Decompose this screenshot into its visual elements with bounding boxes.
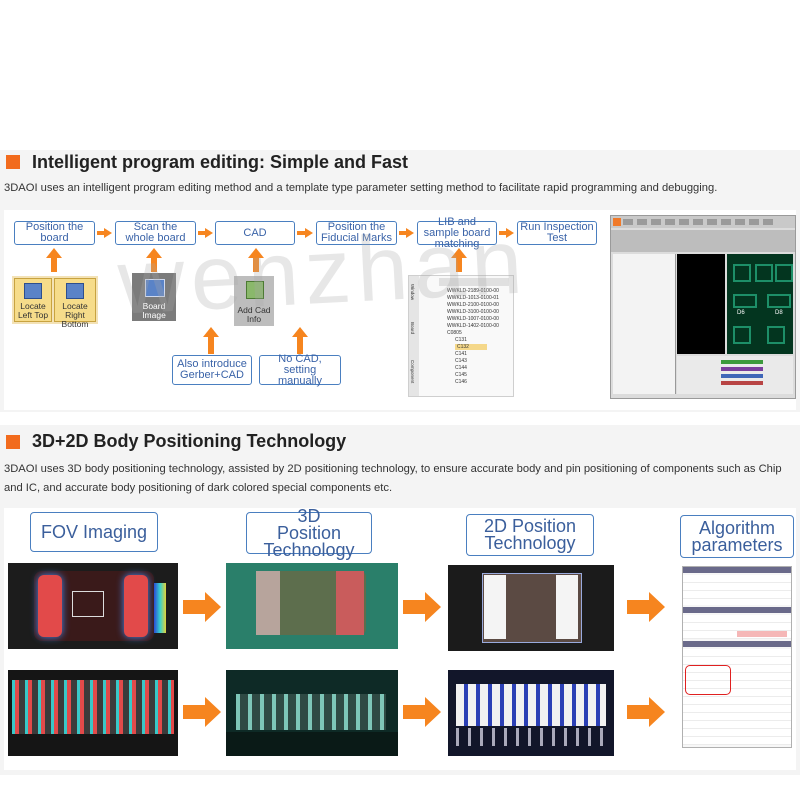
column-title-3d-position: 3D Position Technology <box>246 507 372 559</box>
pcb-label: D8 <box>775 310 783 316</box>
section-2-description: 3DAOI uses 3D body positioning technolog… <box>4 463 782 494</box>
tree-side-tabs: Window Board Component <box>409 276 419 396</box>
software-ribbon <box>611 230 795 252</box>
highlight-box <box>685 665 731 695</box>
3d-chip-image <box>226 563 398 649</box>
fov-chip-image <box>8 563 178 649</box>
software-screenshot: D6 D8 <box>610 215 796 399</box>
tree-item[interactable]: C146 <box>455 379 467 385</box>
arrow-right-icon <box>627 592 665 622</box>
up-arrow-2 <box>146 248 162 258</box>
tree-item[interactable]: C144 <box>455 365 467 371</box>
tree-item[interactable]: C141 <box>455 351 467 357</box>
flow-step-run-inspection: Run Inspection Test <box>517 221 597 245</box>
3d-ic-image <box>226 670 398 756</box>
tree-item[interactable]: C145 <box>455 372 467 378</box>
tree-item[interactable]: C0805 <box>447 330 462 336</box>
2d-ic-image <box>448 670 614 756</box>
software-pcb-view: D6 D8 <box>727 254 793 354</box>
tree-toolbar <box>439 278 509 286</box>
flow-arrow-4 <box>399 231 406 235</box>
arrow-right-icon <box>627 697 665 727</box>
flow-step-position-board: Position the board <box>14 221 95 245</box>
tree-item[interactable]: WWKLD-3100-0100-00 <box>447 309 499 315</box>
tree-item-selected[interactable]: C132 <box>455 344 487 350</box>
tree-item[interactable]: C143 <box>455 358 467 364</box>
tree-item[interactable]: WWKLD-2189-0100-00 <box>447 288 499 294</box>
tree-item[interactable]: WWKLD-1402-0100-00 <box>447 323 499 329</box>
locate-icon <box>24 283 42 299</box>
locate-icon <box>66 283 84 299</box>
section-2-marker <box>6 435 20 449</box>
locate-left-top-tile: Locate Left Top <box>14 278 52 322</box>
arrow-right-icon <box>403 697 441 727</box>
flow-step-scan-board: Scan the whole board <box>115 221 196 245</box>
locate-left-top-label: Locate Left Top <box>17 301 49 320</box>
up-arrow-cad-left <box>203 327 219 337</box>
tree-item[interactable]: C131 <box>455 337 467 343</box>
fov-frame <box>72 591 104 617</box>
app-icon <box>613 218 621 226</box>
flow-step-cad: CAD <box>215 221 295 245</box>
board-image-scan-tile: Board Image Scan <box>132 273 176 329</box>
tab-window[interactable]: Window <box>410 284 415 301</box>
flow-step-lib-matching: LIB and sample board matching <box>417 216 497 249</box>
flow-arrow-3 <box>297 231 305 235</box>
section-1-description: 3DAOI uses an intelligent program editin… <box>4 182 718 194</box>
tab-board[interactable]: Board <box>410 322 415 335</box>
cad-icon <box>246 281 264 299</box>
tree-item[interactable]: WWKLD-2100-0100-00 <box>447 302 499 308</box>
column-title-fov-imaging: FOV Imaging <box>30 512 158 552</box>
section-2-heading: 3D+2D Body Positioning Technology <box>32 431 347 451</box>
pcb-label: D6 <box>737 310 745 316</box>
arrow-right-icon <box>183 697 221 727</box>
tree-item[interactable]: WWKLD-1007-0100-00 <box>447 316 499 322</box>
software-preview-pane <box>677 254 725 354</box>
section-1-heading: Intelligent program editing: Simple and … <box>32 152 409 172</box>
component-tree-panel: Window Board Component WWKLD-2189-0100-0… <box>408 275 514 397</box>
column-title-2d-position: 2D Position Technology <box>466 514 594 556</box>
software-toolbar <box>623 219 773 225</box>
column-title-algorithm-parameters: Algorithm parameters <box>680 515 794 558</box>
add-cad-info-tile: Add Cad Info <box>234 276 274 326</box>
fov-ic-image <box>8 670 178 756</box>
locate-right-bottom-label: Locate Right Bottom <box>61 301 89 329</box>
tree-item[interactable]: WWKLD-1013-0100-01 <box>447 295 499 301</box>
flow-arrow-2 <box>198 231 205 235</box>
board-image-scan-label: Board Image Scan <box>142 301 166 329</box>
up-arrow-cad-right <box>292 327 308 337</box>
algorithm-parameters-panel <box>682 566 792 748</box>
add-cad-info-label: Add Cad Info <box>237 305 271 324</box>
up-arrow-1 <box>46 248 62 258</box>
2d-chip-image <box>448 565 614 651</box>
tab-component[interactable]: Component <box>410 360 415 384</box>
arrow-right-icon <box>403 592 441 622</box>
up-arrow-4 <box>451 248 467 258</box>
arrow-right-icon <box>183 592 221 622</box>
flow-arrow-1 <box>97 231 104 235</box>
flow-arrow-5 <box>499 231 506 235</box>
cad-option-manual: No CAD, setting manually <box>259 353 341 386</box>
section-1-marker <box>6 155 20 169</box>
up-arrow-3 <box>248 248 264 258</box>
flow-step-fiducial: Position the Fiducial Marks <box>316 221 397 245</box>
software-bottom-pane <box>677 356 793 394</box>
locate-right-bottom-tile: Locate Right Bottom <box>54 278 96 329</box>
software-tree-pane <box>613 254 676 394</box>
scan-icon <box>145 279 165 297</box>
cad-option-gerber: Also introduce Gerber+CAD <box>172 355 252 385</box>
